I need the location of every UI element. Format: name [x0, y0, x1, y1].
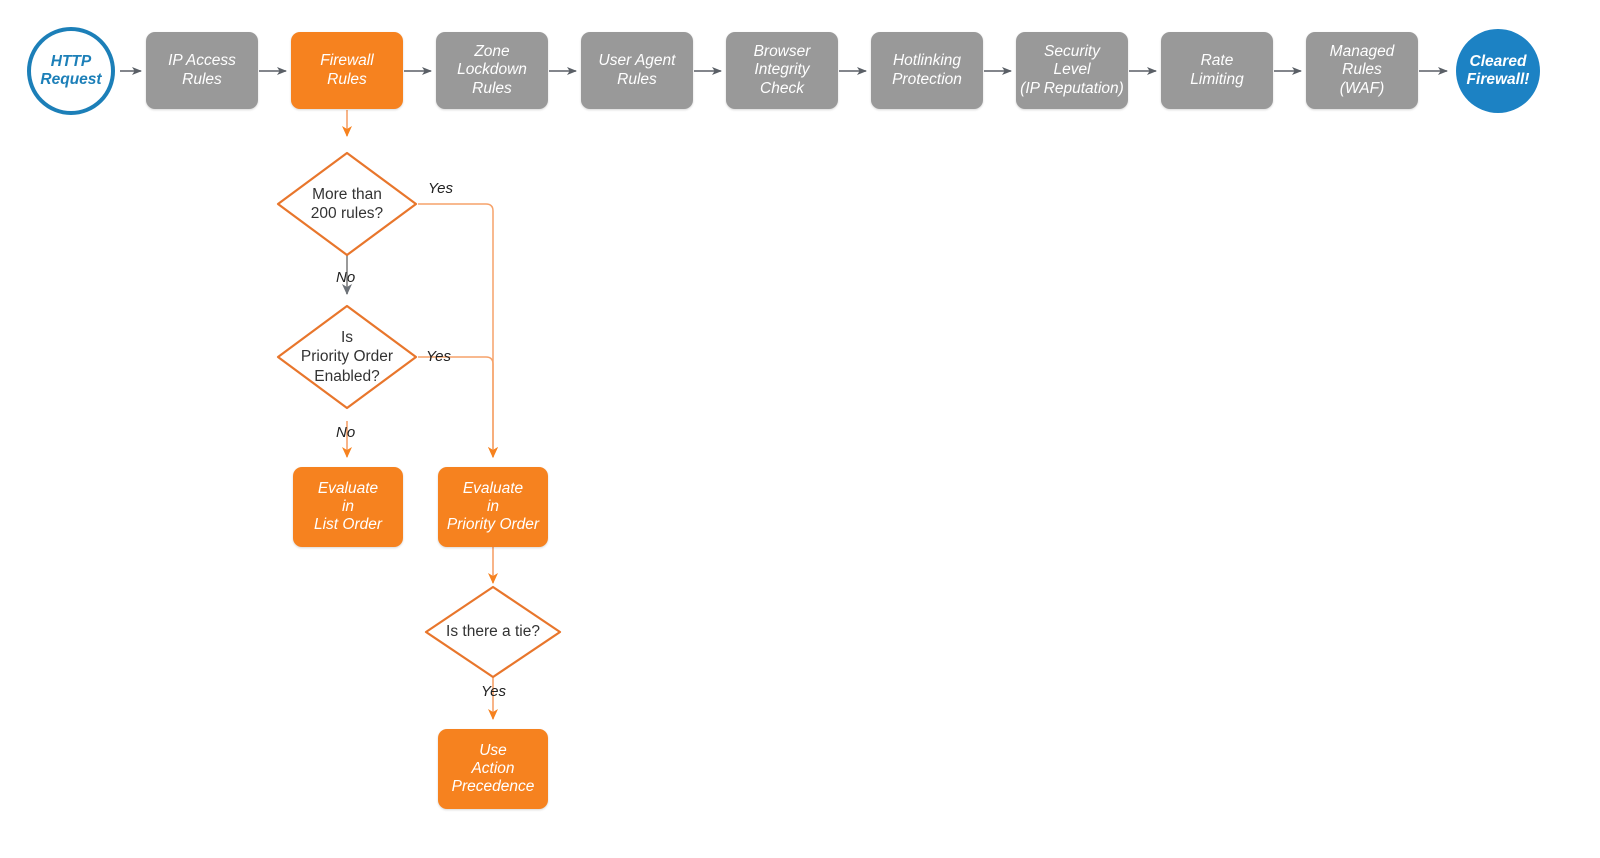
wire-decision2-yes	[418, 356, 498, 458]
wire-decision1-yes	[418, 203, 498, 458]
edge-label-decision2-yes: Yes	[426, 348, 452, 365]
decision-diamond-shape	[276, 304, 418, 410]
decision-diamond-shape	[276, 151, 418, 257]
edge-label-decision1-yes: Yes	[428, 180, 454, 197]
decision-is-there-a-tie[interactable]: Is there a tie?	[424, 585, 562, 679]
decision-is-there-a-tie-label: Is there a tie?	[446, 623, 540, 641]
edge-label-decision3-yes: Yes	[481, 683, 507, 700]
decision-diamond-shape	[424, 585, 562, 679]
edge-label-decision2-no: No	[336, 424, 356, 441]
edge-label-decision1-no: No	[336, 269, 356, 286]
